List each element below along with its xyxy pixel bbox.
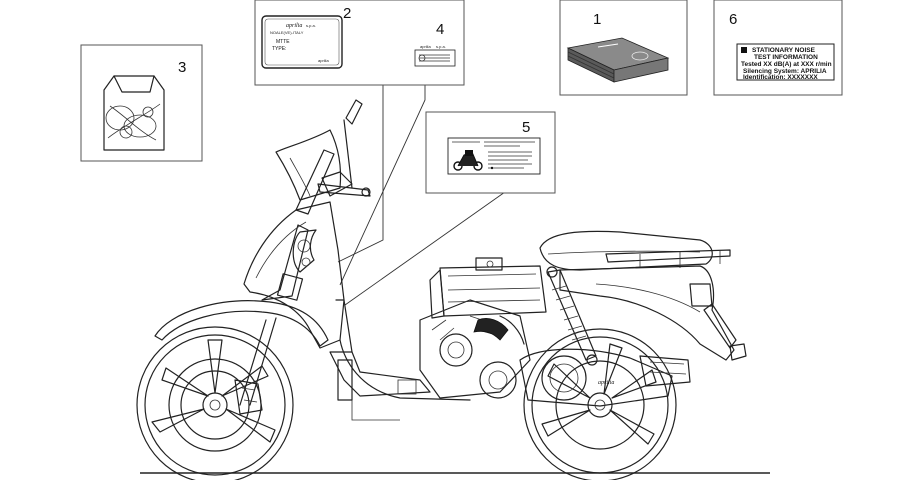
- noise-line-5: Identification: XXXXXXX: [743, 74, 818, 81]
- callout-5: 5: [522, 119, 530, 136]
- rear-body: [559, 265, 735, 361]
- part-box-3: [80, 44, 203, 162]
- plate-address: NOALE(VE)-ITALY: [270, 30, 304, 35]
- scooter-icon: [453, 150, 483, 171]
- plate-footer: aprilia: [318, 58, 329, 63]
- callout-6: 6: [729, 11, 737, 28]
- callout-1: 1: [593, 11, 601, 28]
- label4-suffix: s.p.a.: [436, 44, 446, 49]
- part-box-2-4: aprilia s.p.a. NOALE(VE)-ITALY MTTE TYPE…: [254, 0, 465, 86]
- identification-plate: aprilia s.p.a. NOALE(VE)-ITALY MTTE TYPE…: [261, 15, 343, 69]
- small-label: aprilia s.p.a.: [414, 44, 456, 67]
- scooter-drawing: aprilia: [136, 99, 747, 480]
- owners-manual-icon: [566, 37, 670, 83]
- leader-lines: [337, 85, 506, 306]
- part-box-1: [559, 0, 688, 96]
- plate-suffix: s.p.a.: [306, 23, 316, 28]
- rear-shock: [546, 266, 598, 366]
- callout-4: 4: [436, 21, 444, 38]
- part-box-5: [425, 111, 556, 194]
- front-wheel: [136, 326, 294, 480]
- callout-2: 2: [343, 5, 351, 22]
- mirror: [343, 99, 363, 189]
- plate-line-2: TYPE:: [272, 46, 286, 52]
- plate-brand: aprilia: [286, 23, 302, 29]
- noise-line-3: Tested XX dB(A) at XXX r/min: [741, 61, 832, 68]
- front-fork: [239, 224, 309, 406]
- rear-wheel: [523, 328, 677, 480]
- toolkit-bag-icon: [103, 75, 165, 151]
- engine: [419, 299, 531, 399]
- part-box-6: STATIONARY NOISE TEST INFORMATION Tested…: [713, 0, 843, 96]
- taillight: [729, 343, 747, 361]
- front-shield: [243, 201, 345, 349]
- rear-rack: [605, 249, 731, 307]
- tyre-pressure-label: [447, 137, 541, 175]
- label4-brand: aprilia: [420, 44, 431, 49]
- side-panel-brand: aprilia: [598, 380, 614, 386]
- steering-column: [292, 149, 335, 273]
- handlebar: [317, 171, 371, 197]
- seat: [539, 230, 713, 271]
- noise-line-4: Silencing System: APRILIA: [743, 68, 827, 75]
- noise-label: STATIONARY NOISE TEST INFORMATION Tested…: [736, 43, 835, 81]
- tank-assembly: [429, 257, 547, 319]
- noise-line-2: TEST INFORMATION: [754, 54, 818, 61]
- noise-line-1: STATIONARY NOISE: [752, 47, 816, 54]
- front-fender: [154, 300, 329, 347]
- callout-3: 3: [178, 59, 186, 76]
- plate-line-1: MTTE: [276, 39, 290, 45]
- windscreen: [275, 129, 342, 201]
- floorboard: [329, 351, 431, 397]
- exhaust: [639, 355, 691, 387]
